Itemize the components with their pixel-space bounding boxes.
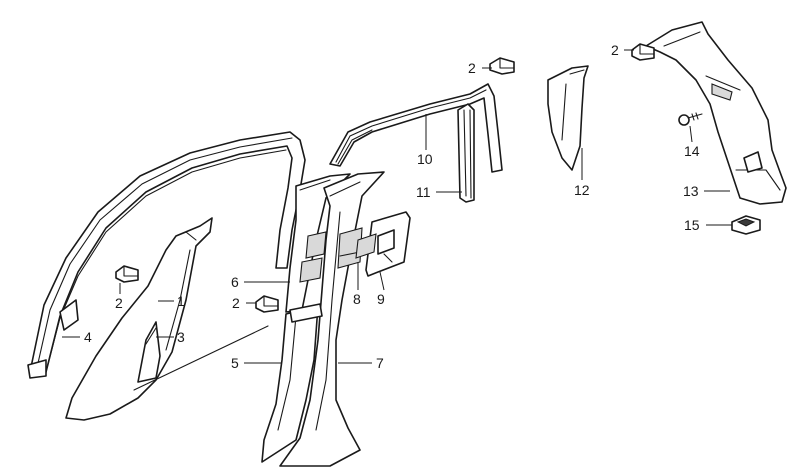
callout-2-d: 2 (611, 42, 619, 58)
part-4-window-frame-seal (27, 131, 306, 379)
callout-8: 8 (353, 291, 361, 307)
part-14-screw (678, 112, 703, 126)
callout-3: 3 (177, 329, 185, 345)
part-10-roof-seal (329, 83, 503, 173)
callout-10: 10 (417, 151, 433, 167)
leader-lines (62, 49, 732, 364)
part-1-a-pillar-trim (65, 217, 213, 421)
part-7-b-pillar-rear (279, 171, 385, 467)
callout-14: 14 (684, 143, 700, 159)
callout-9: 9 (377, 291, 385, 307)
callout-5: 5 (231, 355, 239, 371)
pad-upper-a (305, 231, 327, 259)
callout-13: 13 (683, 183, 699, 199)
body-outline-line (133, 325, 269, 391)
callout-2-a: 2 (115, 295, 123, 311)
part-2-clip-b (489, 57, 515, 75)
part-2-clip-a (115, 265, 139, 283)
part-11-vertical-seal (457, 103, 475, 203)
part-2-clip-c (255, 295, 279, 313)
callout-6: 6 (231, 274, 239, 290)
callout-11: 11 (416, 184, 431, 200)
callout-2-b: 2 (232, 295, 240, 311)
part-15-grommet (731, 215, 761, 235)
part-9-cover-panel (355, 211, 411, 277)
callout-4: 4 (84, 329, 92, 345)
callout-2-c: 2 (468, 60, 476, 76)
callout-15: 15 (684, 217, 700, 233)
callout-1: 1 (177, 293, 185, 309)
pad-lower-a (299, 257, 323, 283)
part-12-pillar-trim (547, 65, 589, 171)
part-3-triangle-trim (137, 321, 161, 383)
callout-7: 7 (376, 355, 384, 371)
part-13-rear-trim (645, 21, 787, 205)
part-2-clip-d (631, 43, 655, 61)
callout-12: 12 (574, 182, 590, 198)
